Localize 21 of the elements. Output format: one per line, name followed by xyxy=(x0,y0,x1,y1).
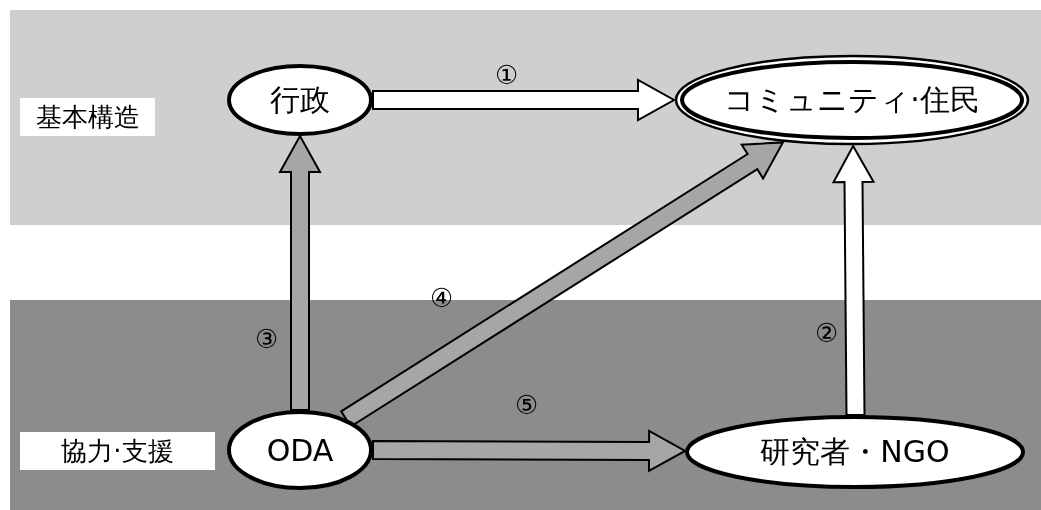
edge-label: ③ xyxy=(255,326,279,352)
block-arrow xyxy=(831,143,876,417)
node-text: 行政 xyxy=(270,80,330,119)
label-box xyxy=(20,432,215,470)
node-text: コミュニティ·住民 xyxy=(724,80,980,119)
node-text: 基本構造 xyxy=(35,100,140,134)
block-arrow xyxy=(372,78,677,122)
edge-label: ⑤ xyxy=(515,392,539,418)
edge-label: ① xyxy=(495,62,519,88)
node-text: 研究者・NGO xyxy=(760,432,950,471)
edge-label: ④ xyxy=(430,285,454,311)
ellipse-node xyxy=(227,410,373,490)
node-text: ODA xyxy=(266,432,334,468)
block-arrow xyxy=(278,133,322,411)
ellipse-node xyxy=(685,415,1025,489)
ellipse-node xyxy=(227,64,373,136)
node-text: 協力·支援 xyxy=(61,434,174,468)
label-box xyxy=(20,98,155,136)
ellipse-node xyxy=(674,54,1030,146)
edge-label: ② xyxy=(815,320,839,346)
block-arrow xyxy=(372,429,688,473)
